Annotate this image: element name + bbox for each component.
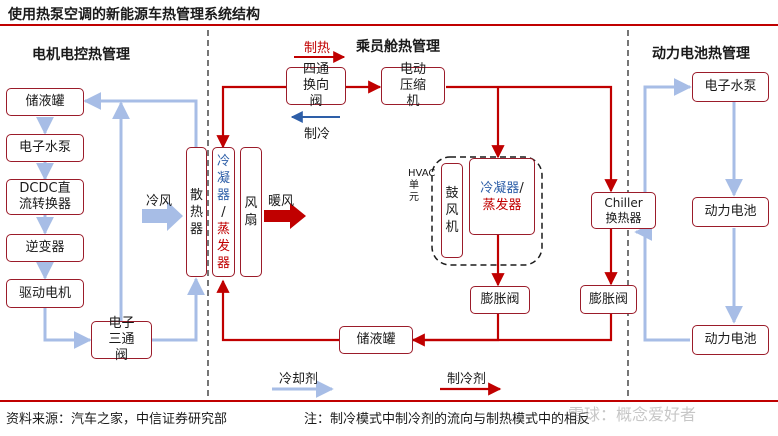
battery-cell-1-label: 动力电池 — [704, 204, 757, 219]
hvac-slash-label: / — [519, 180, 524, 196]
dcdc-box: DCDC直流转换器 — [6, 179, 84, 215]
battery-cell-2-box: 动力电池 — [692, 325, 769, 355]
chiller-box: Chiller换热器 — [591, 192, 656, 229]
chiller-label: Chiller换热器 — [604, 195, 643, 225]
slash-label: / — [221, 204, 226, 220]
section-motor-title: 电机电控热管理 — [32, 47, 130, 63]
compressor-box: 电动压缩机 — [381, 62, 445, 109]
condenser-evaporator-box: 冷凝器 / 蒸发器 — [212, 147, 235, 277]
radiator-label: 散热器 — [190, 187, 204, 237]
evaporator-label: 蒸发器 — [217, 221, 231, 271]
heating-label: 制热 — [304, 41, 331, 56]
legend-coolant-label: 冷却剂 — [279, 372, 319, 387]
hvac-label: HVAC单元 — [408, 168, 436, 203]
warm-air-label: 暖风 — [268, 194, 295, 209]
drive-motor-box: 驱动电机 — [6, 279, 84, 308]
legend-refrigerant-label: 制冷剂 — [447, 372, 487, 387]
drive-motor-label: 驱动电机 — [18, 285, 71, 301]
cabin-expansion-valve-box: 膨胀阀 — [470, 286, 530, 314]
dcdc-label: DCDC直流转换器 — [18, 181, 71, 212]
motor-tank-label: 储液罐 — [25, 94, 65, 109]
reservoir-box: 储液罐 — [339, 326, 413, 354]
blower-label: 鼓风机 — [445, 186, 459, 235]
section-battery-title: 动力电池热管理 — [652, 46, 750, 62]
cold-air-label: 冷风 — [146, 194, 173, 209]
watermark: 雪球：概念爱好者 — [568, 405, 697, 424]
cooling-label: 制冷 — [304, 127, 331, 142]
hvac-cond-evap-box: 冷凝器/蒸发器 — [469, 158, 535, 235]
battery-pump-label: 电子水泵 — [704, 79, 757, 94]
motor-pump-box: 电子水泵 — [6, 134, 84, 162]
title-rule — [0, 24, 778, 26]
hvac-condenser-label: 冷凝器 — [480, 180, 520, 196]
warm-air-arrow — [264, 203, 306, 229]
hvac-enclosure — [431, 156, 543, 266]
condenser-label: 冷凝器 — [217, 153, 231, 203]
blower-box: 鼓风机 — [441, 163, 463, 258]
radiator-box: 散热器 — [186, 147, 207, 277]
battery-cell-2-label: 动力电池 — [704, 332, 757, 347]
motor-tank-box: 储液罐 — [6, 88, 84, 116]
footer-note: 注：制冷模式中制冷剂的流向与制热模式中的相反 — [304, 412, 591, 427]
hvac-evaporator-label: 蒸发器 — [482, 197, 522, 213]
inverter-label: 逆变器 — [25, 240, 65, 255]
page-title: 使用热泵空调的新能源车热管理系统结构 — [8, 7, 260, 23]
fan-box: 风扇 — [240, 147, 262, 277]
four-way-valve-box: 四通换向阀 — [286, 62, 346, 109]
fan-label: 风扇 — [244, 196, 258, 228]
three-way-valve-label: 电子三通阀 — [108, 316, 135, 363]
section-cabin-title: 乘员舱热管理 — [356, 39, 440, 55]
inverter-box: 逆变器 — [6, 234, 84, 262]
battery-cell-1-box: 动力电池 — [692, 197, 769, 227]
three-way-valve-box: 电子三通阀 — [91, 316, 152, 363]
four-way-valve-label: 四通换向阀 — [302, 62, 329, 109]
footer-source: 资料来源：汽车之家，中信证券研究部 — [6, 412, 228, 427]
battery-expansion-valve-label: 膨胀阀 — [588, 291, 628, 307]
reservoir-label: 储液罐 — [356, 332, 396, 347]
compressor-label: 电动压缩机 — [399, 62, 426, 109]
motor-pump-label: 电子水泵 — [18, 140, 71, 155]
footer-rule — [0, 400, 778, 402]
cabin-expansion-valve-label: 膨胀阀 — [480, 292, 520, 307]
battery-pump-box: 电子水泵 — [692, 72, 769, 102]
battery-expansion-valve-box: 膨胀阀 — [580, 285, 637, 314]
cold-air-arrow — [142, 201, 183, 231]
